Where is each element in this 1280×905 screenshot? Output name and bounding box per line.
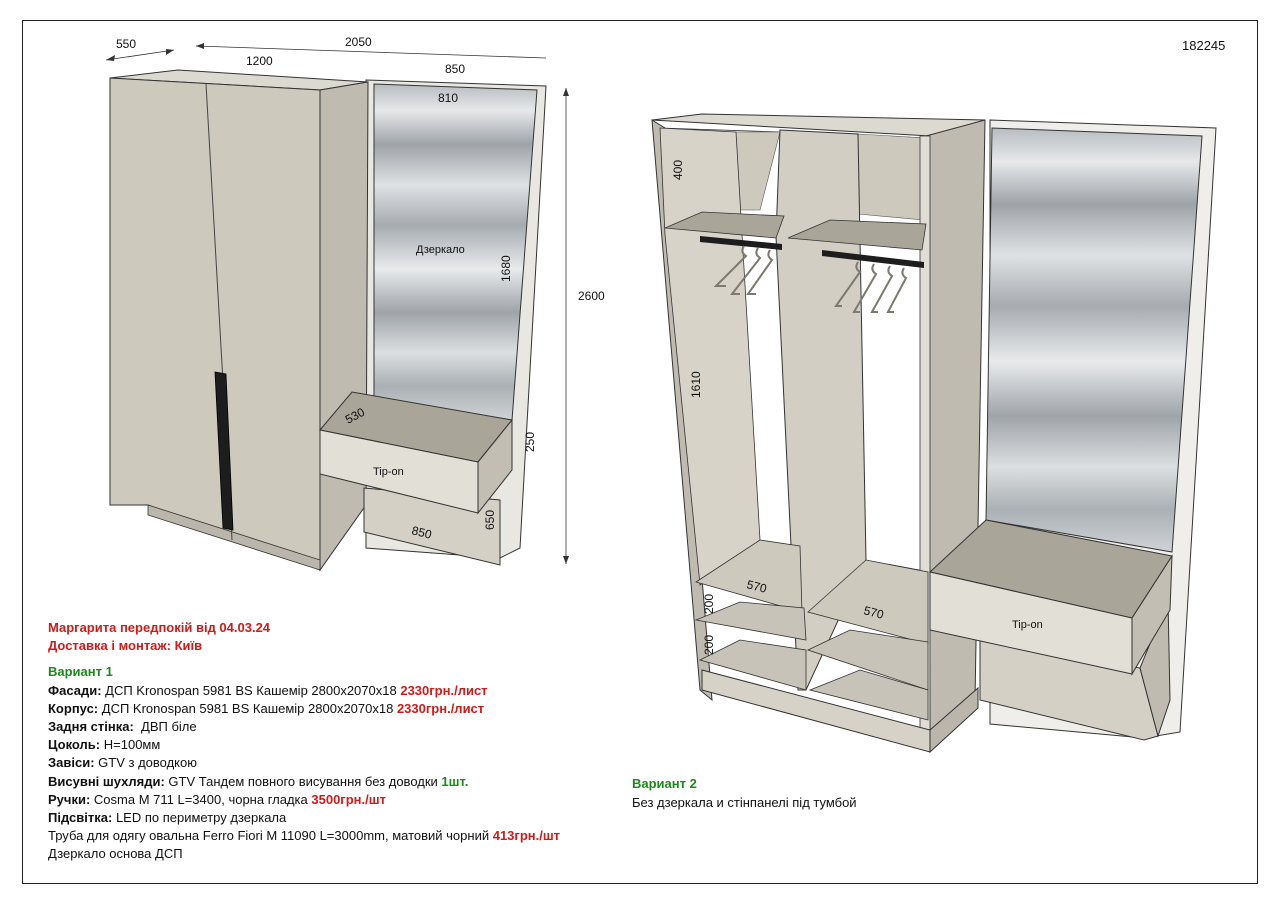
dim-mirror-width: 810 (438, 91, 458, 105)
lower-shelf-right-2 (806, 629, 929, 691)
top-shelf-left (664, 211, 785, 239)
dimension-arrows-left (106, 43, 569, 564)
right-mirror (985, 127, 1203, 553)
spec-plinth: Цоколь: H=100мм (48, 736, 628, 754)
order-number: 182245 (1182, 38, 1226, 53)
lower-shelf-right-1 (807, 559, 929, 645)
wardrobe-plinth (147, 504, 321, 571)
lower-shelf-left-3 (698, 639, 807, 691)
spec-body: Корпус: ДСП Kronospan 5981 BS Кашемір 28… (48, 700, 628, 718)
dim-inner-depth-right: 570 (862, 603, 885, 622)
dim-hang-height: 1610 (689, 371, 703, 398)
top-shelf-right (787, 219, 927, 251)
wardrobe-side (319, 81, 369, 572)
drawing-frame (22, 20, 1258, 884)
notes-header-title: Маргарита передпокій від 04.03.24 (48, 620, 271, 635)
spec-mirror-base: Дзеркало основа ДСП (48, 846, 183, 862)
wardrobe-front (109, 77, 321, 571)
notes-spacer (48, 655, 628, 663)
spec-handles-label: Ручки: (48, 791, 91, 807)
spec-hinges: Завіси: GTV з доводкою (48, 754, 628, 772)
cabinet-back-strip-2 (857, 133, 927, 221)
spec-hinges-label: Завіси: (48, 755, 95, 771)
spec-facades-label: Фасади: (48, 682, 102, 698)
spec-body-label: Корпус: (48, 700, 99, 716)
spec-back: Задня стінка: ДВП біле (48, 718, 628, 736)
spec-tube-text: Труба для одягу овальна Ferro Fiori M 11… (48, 828, 490, 844)
right-drawer-side (1131, 554, 1173, 676)
label-tipon-right: Tip-on (1012, 619, 1043, 631)
spec-back-label: Задня стінка: (48, 719, 134, 735)
variant2-text: Без дзеркала и стінпанелі під тумбой (632, 795, 857, 810)
hanging-rod-left (700, 236, 782, 250)
variant2-notes: Вариант 2 Без дзеркала и стінпанелі під … (632, 774, 857, 812)
dim-total-height: 2600 (578, 289, 605, 303)
spec-light: Підсвітка: LED по периметру дзеркала (48, 809, 628, 827)
spec-handles-price: 3500грн./шт (311, 791, 386, 807)
spec-drawers: Висувні шухляди: GTV Тандем повного вису… (48, 773, 628, 791)
spec-light-label: Підсвітка: (48, 810, 113, 826)
dim-depth: 550 (116, 37, 136, 51)
spec-plinth-label: Цоколь: (48, 737, 101, 753)
dim-inner-depth-left: 570 (745, 577, 768, 596)
spec-tube: Труба для одягу овальна Ferro Fiori M 11… (48, 827, 628, 845)
spec-body-text: ДСП Kronospan 5981 BS Кашемір 2800x2070x… (101, 700, 394, 716)
variant2-view: 400 1610 200 200 570 570 Tip-on (651, 113, 1217, 754)
lower-shelf-left-1 (695, 539, 803, 613)
dim-total-width: 2050 (345, 35, 372, 49)
spec-plinth-text: H=100мм (103, 737, 161, 753)
door-handle (214, 371, 234, 531)
spec-hinges-text: GTV з доводкою (98, 755, 197, 771)
lower-shelf-right-3 (808, 669, 929, 721)
dim-mirror-section-width: 850 (445, 62, 465, 76)
hanging-rod-right (822, 250, 924, 268)
dim-top-shelf: 400 (671, 160, 685, 180)
lower-shelf-left-2 (694, 601, 807, 641)
variant1-view: 550 2050 1200 850 810 2600 1680 530 250 … (105, 35, 605, 572)
dim-wardrobe-width: 1200 (246, 54, 273, 68)
spec-handles-text: Cosma M 711 L=3400, чорна гладка (93, 791, 308, 807)
dim-mirror-height: 1680 (499, 255, 513, 282)
spec-body-price: 2330грн./лист (396, 700, 485, 716)
spec-facades: Фасади: ДСП Kronospan 5981 BS Кашемір 28… (48, 682, 628, 700)
drawer-side (477, 418, 513, 515)
label-mirror: Дзеркало (416, 244, 465, 256)
spec-handles: Ручки: Cosma M 711 L=3400, чорна гладка … (48, 791, 628, 809)
hangers (713, 245, 908, 313)
dim-lower-shelf-2: 200 (702, 635, 716, 655)
notes-header-delivery: Доставка і монтаж: Київ (48, 638, 203, 654)
spec-drawers-qty: 1шт. (441, 773, 469, 789)
cabinet-plinth-side (929, 686, 979, 754)
dim-bench-width: 850 (410, 523, 433, 542)
dim-drawer-height: 250 (523, 432, 537, 452)
spec-back-text: ДВП біле (141, 719, 197, 735)
spec-light-text: LED по периметру дзеркала (115, 810, 287, 826)
spec-notes: Маргарита передпокій від 04.03.24 Достав… (48, 619, 628, 864)
label-tipon-left: Tip-on (373, 466, 404, 478)
spec-drawers-label: Висувні шухляди: (48, 773, 165, 789)
dim-bench-height: 650 (483, 510, 497, 530)
spec-facades-text: ДСП Kronospan 5981 BS Кашемір 2800x2070x… (105, 682, 397, 698)
spec-tube-price: 413грн./шт (492, 828, 561, 844)
variant1-title: Вариант 1 (48, 664, 113, 680)
dimension-lines-left (105, 45, 567, 564)
dim-lower-shelf-1: 200 (702, 594, 716, 614)
spec-facades-price: 2330грн./лист (400, 682, 488, 698)
spec-drawers-text: GTV Тандем повного висування без доводки (168, 773, 438, 789)
variant2-title: Вариант 2 (632, 776, 697, 791)
